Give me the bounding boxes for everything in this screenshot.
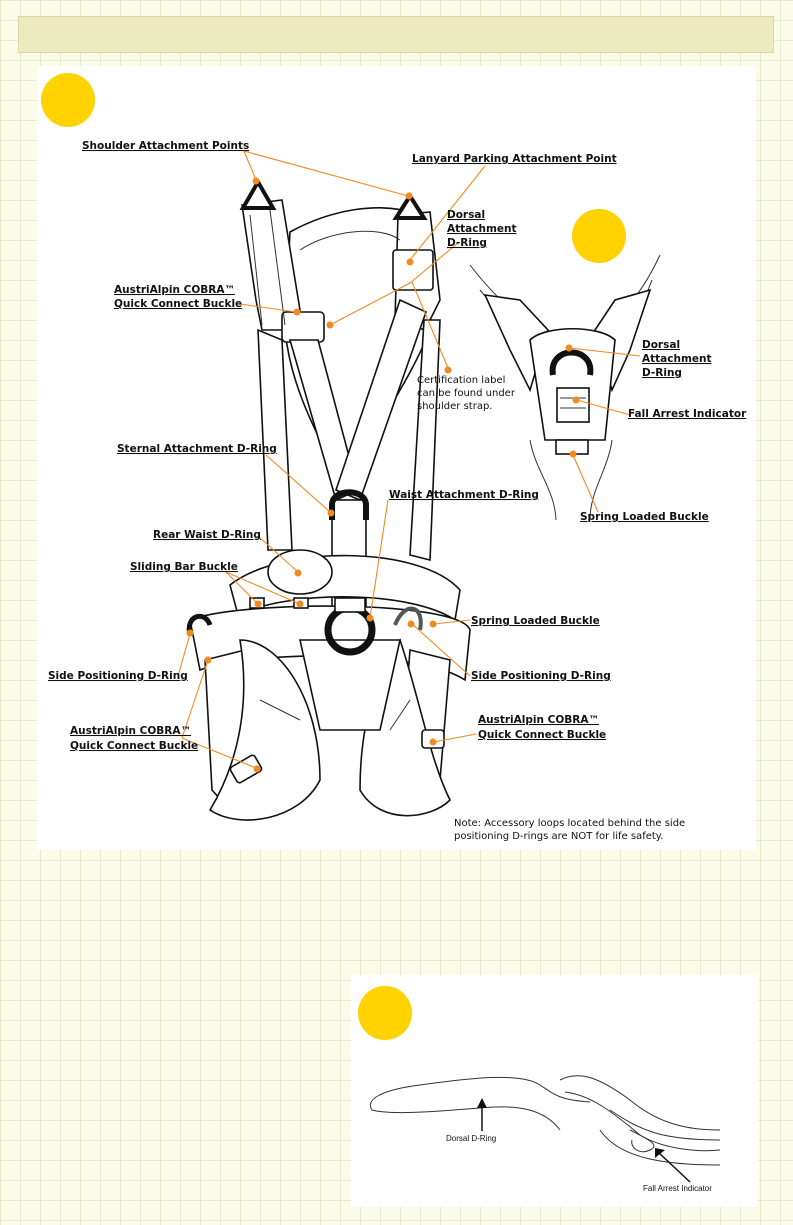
label-cert-3: shoulder strap. [417, 401, 492, 412]
label-cobra-left-1: AustriAlpin COBRA™ [70, 725, 191, 737]
left-shoulder-triangle [239, 177, 277, 210]
label-shoulder-points: Shoulder Attachment Points [82, 140, 249, 152]
section-badge-1 [41, 73, 95, 127]
label-side-pos-right: Side Positioning D-Ring [471, 670, 611, 682]
detail-leaders [565, 344, 641, 513]
detail-label-dorsal-1: Dorsal [642, 339, 680, 351]
waist-d-ring-keeper [334, 597, 366, 613]
left-lower-cobra [229, 754, 263, 784]
note-line-1: Note: Accessory loops located behind the… [454, 818, 685, 829]
left-cobra-buckle [281, 311, 325, 343]
label-cobra-right-2: Quick Connect Buckle [478, 729, 606, 741]
label-dorsal-3: D-Ring [447, 237, 487, 249]
label-waist: Waist Attachment D-Ring [389, 489, 539, 501]
detail-label-spring: Spring Loaded Buckle [580, 511, 709, 523]
label-sliding-bar: Sliding Bar Buckle [130, 561, 238, 573]
sternal-d-ring [329, 489, 369, 520]
label-cobra-top-1: AustriAlpin COBRA™ [114, 284, 235, 296]
right-rear-strap [409, 319, 441, 562]
label-cert-2: can be found under [417, 388, 516, 399]
left-rear-strap [257, 328, 293, 551]
bottom-label-dorsal: Dorsal D-Ring [446, 1134, 496, 1143]
right-shoulder-triangle [392, 192, 428, 220]
label-lanyard-parking: Lanyard Parking Attachment Point [412, 153, 617, 165]
harness-illustration [186, 177, 471, 821]
main-leaders [177, 150, 486, 773]
label-cert-1: Certification label [417, 375, 505, 386]
right-side-d-ring [393, 606, 423, 631]
label-cobra-right-1: AustriAlpin COBRA™ [478, 714, 599, 726]
dorsal-label-patch [392, 249, 434, 291]
label-sternal: Sternal Attachment D-Ring [117, 443, 277, 455]
label-dorsal-2: Attachment [447, 223, 517, 235]
bottom-label-fall-arrest: Fall Arrest Indicator [643, 1184, 712, 1193]
dorsal-detail-illustration [469, 254, 661, 521]
side-view-panel [351, 975, 758, 1207]
side-view-illustration [369, 1075, 721, 1183]
label-cobra-left-2: Quick Connect Buckle [70, 740, 198, 752]
note-line-2: positioning D-rings are NOT for life saf… [454, 831, 663, 842]
label-side-pos-left: Side Positioning D-Ring [48, 670, 188, 682]
detail-label-dorsal-2: Attachment [642, 353, 712, 365]
header-bar [18, 16, 774, 53]
detail-label-dorsal-3: D-Ring [642, 367, 682, 379]
label-rear-waist: Rear Waist D-Ring [153, 529, 261, 541]
stitch-lines [249, 209, 411, 731]
label-dorsal-1: Dorsal [447, 209, 485, 221]
section-badge-2 [572, 209, 626, 263]
label-spring-main: Spring Loaded Buckle [471, 615, 600, 627]
section-badge-3 [358, 986, 412, 1040]
label-cobra-top-2: Quick Connect Buckle [114, 298, 242, 310]
detail-label-fall-arrest: Fall Arrest Indicator [628, 408, 747, 420]
